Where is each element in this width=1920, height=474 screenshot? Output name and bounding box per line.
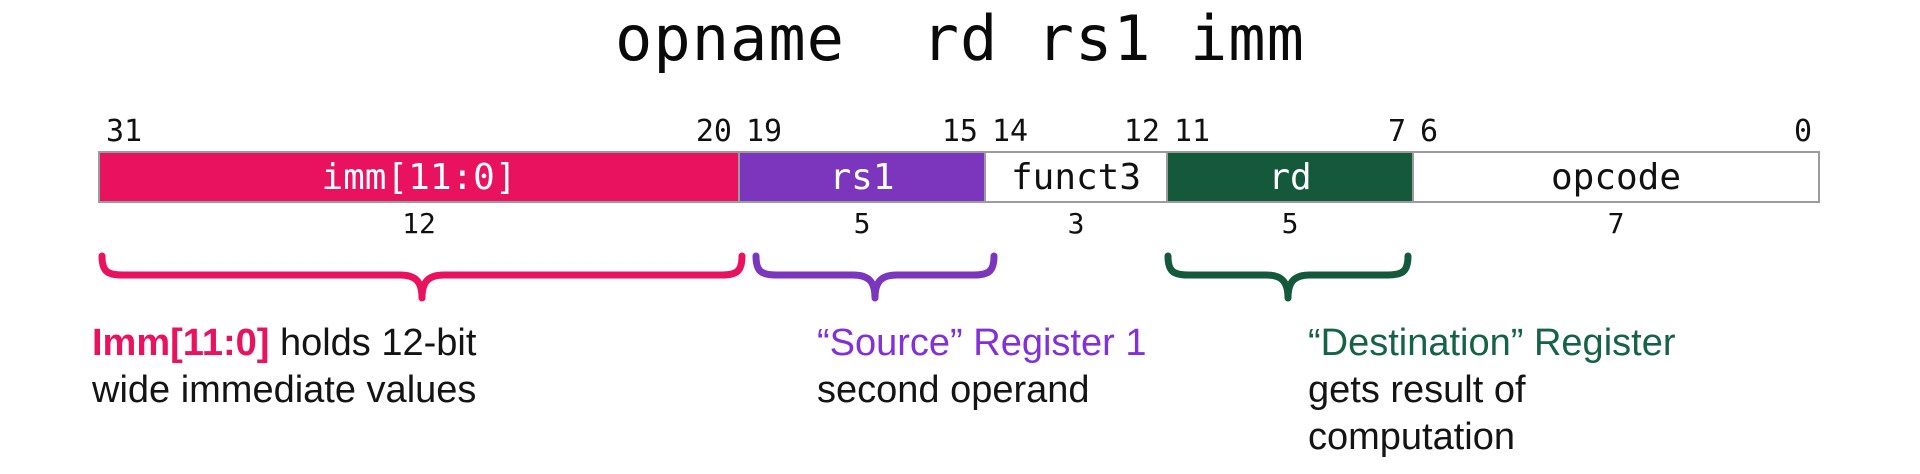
- field-rs1: 19 15 rs1 5: [738, 113, 986, 240]
- rs1-annotation: “Source” Register 1 second operand: [817, 320, 1146, 414]
- bit-lo-label: 0: [1793, 114, 1812, 149]
- imm-annotation-rest: holds 12-bit: [269, 322, 477, 364]
- field-width-label: 5: [1281, 207, 1299, 240]
- field-label: rd: [1268, 156, 1312, 198]
- imm-annotation: Imm[11:0] holds 12-bit wide immediate va…: [92, 320, 476, 414]
- bit-lo-label: 15: [941, 114, 978, 149]
- bit-range-labels: 6 0: [1412, 113, 1820, 151]
- field-label: rs1: [829, 156, 895, 198]
- field-funct3: 14 12 funct3 3: [984, 113, 1168, 240]
- rs1-annotation-highlight: “Source” Register 1: [817, 322, 1147, 364]
- rd-annotation: “Destination” Register gets result of co…: [1308, 320, 1675, 461]
- field-opcode: 6 0 opcode 7: [1412, 113, 1820, 240]
- field-width-label: 5: [853, 207, 871, 240]
- bit-range-labels: 14 12: [984, 113, 1168, 151]
- rd-annotation-line3: computation: [1308, 416, 1516, 458]
- field-cell-opcode: opcode: [1412, 151, 1820, 203]
- bit-lo-label: 20: [695, 114, 732, 149]
- bit-range-labels: 11 7: [1166, 113, 1414, 151]
- page-title: opname rd rs1 imm: [615, 2, 1305, 75]
- field-cell-rs1: rs1: [738, 151, 986, 203]
- bit-hi-label: 31: [106, 114, 143, 149]
- field-label: funct3: [1010, 156, 1142, 198]
- field-cell-rd: rd: [1166, 151, 1414, 203]
- bit-lo-label: 7: [1387, 114, 1406, 149]
- imm-brace-icon: [98, 252, 746, 302]
- imm-annotation-line2: wide immediate values: [92, 369, 477, 411]
- field-label: opcode: [1550, 156, 1682, 198]
- imm-annotation-highlight: Imm[11:0]: [92, 322, 270, 364]
- field-cell-imm: imm[11:0]: [98, 151, 740, 203]
- bit-hi-label: 14: [992, 114, 1029, 149]
- field-cell-funct3: funct3: [984, 151, 1168, 203]
- rs1-brace-icon: [752, 252, 998, 302]
- bit-hi-label: 19: [746, 114, 783, 149]
- rd-annotation-highlight: “Destination” Register: [1308, 322, 1676, 364]
- field-imm: 31 20 imm[11:0] 12: [98, 113, 740, 240]
- field-width-label: 3: [1067, 207, 1085, 240]
- bit-range-labels: 19 15: [738, 113, 986, 151]
- field-label: imm[11:0]: [321, 156, 517, 198]
- bit-hi-label: 11: [1174, 114, 1211, 149]
- field-width-label: 7: [1607, 207, 1625, 240]
- bit-hi-label: 6: [1420, 114, 1439, 149]
- imm-annotation-line1: Imm[11:0] holds 12-bit: [92, 320, 476, 367]
- field-rd: 11 7 rd 5: [1166, 113, 1414, 240]
- bitfield-bar: 31 20 imm[11:0] 12 19 15 rs1 5 14 12: [98, 113, 1820, 245]
- field-width-label: 12: [402, 207, 436, 240]
- bit-lo-label: 12: [1123, 114, 1160, 149]
- rd-brace-icon: [1164, 252, 1412, 302]
- rd-annotation-line2: gets result of: [1308, 369, 1526, 411]
- rs1-annotation-line2: second operand: [817, 369, 1090, 411]
- bit-range-labels: 31 20: [98, 113, 740, 151]
